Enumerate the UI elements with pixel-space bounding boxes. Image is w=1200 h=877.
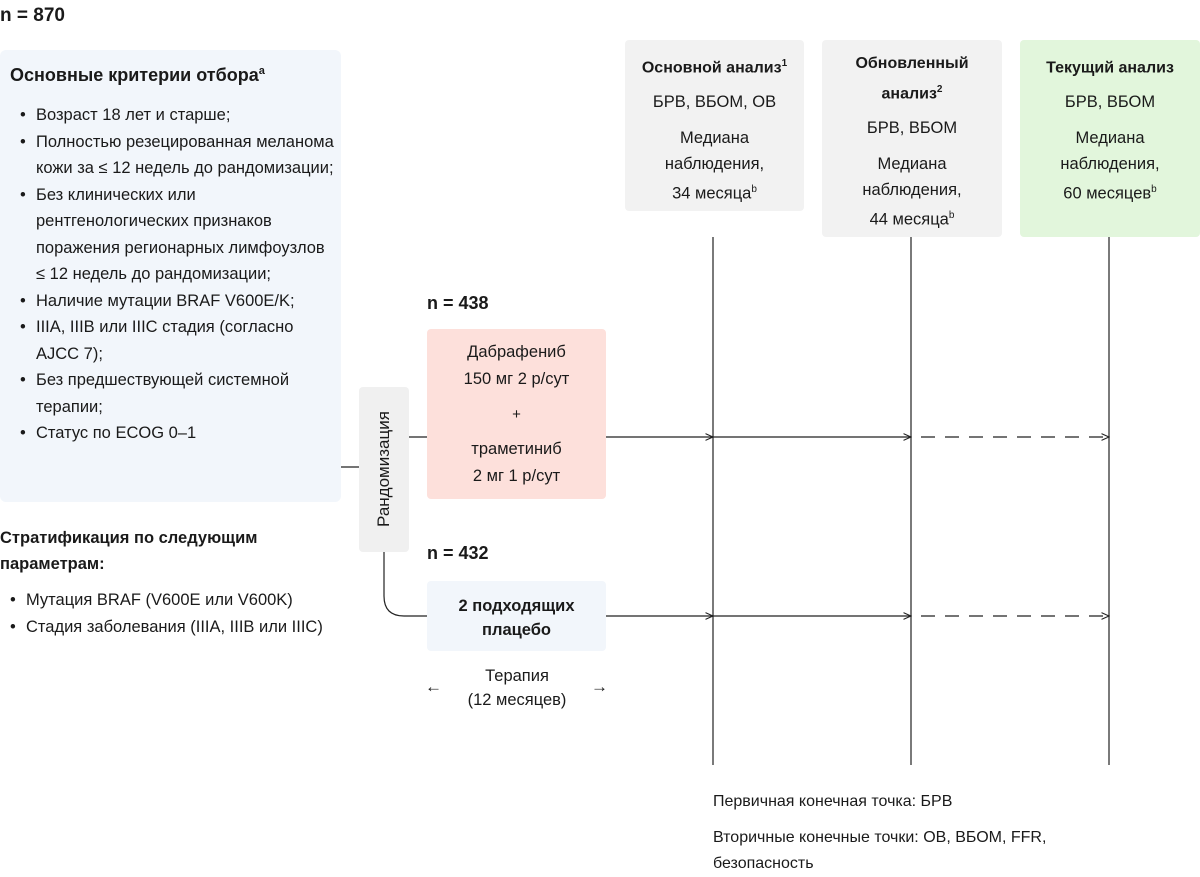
analysis-followup: 34 месяцаb: [672, 184, 757, 203]
stratification-list: Мутация BRAF (V600E или V600K) Стадия за…: [10, 587, 330, 640]
criteria-item: Наличие мутации BRAF V600E/K;: [20, 288, 336, 315]
footnote-marker: 1: [781, 58, 788, 69]
analysis-median-label: Медиана наблюдения,: [664, 129, 765, 174]
arm1-sample-size: n = 438: [427, 293, 489, 313]
primary-endpoint: Первичная конечная точка: БРВ: [713, 793, 953, 810]
arrow-left-icon: ←: [425, 677, 442, 696]
analysis-median-label: Медиана наблюдения,: [1060, 129, 1160, 174]
criteria-item: Возраст 18 лет и старше;: [20, 102, 336, 129]
criteria-item: Без клинических или рентгенологических п…: [20, 182, 336, 288]
total-sample-size: n = 870: [0, 5, 65, 26]
therapy-label: Терапия: [485, 667, 549, 685]
arm1-drug1: Дабрафениб: [467, 343, 566, 361]
footnote-marker: b: [1151, 184, 1157, 196]
criteria-item: IIIA, IIIB или IIIC стадия (согласно AJC…: [20, 314, 336, 367]
analysis-title: Текущий анализ: [1046, 59, 1174, 77]
arm1-treatment-box: Дабрафениб 150 мг 2 р/сут + траметиниб 2…: [427, 329, 606, 499]
criteria-item: Без предшествующей системной терапии;: [20, 367, 336, 420]
stratification-item: Стадия заболевания (IIIA, IIIB или IIIC): [10, 614, 330, 641]
therapy-duration-value: (12 месяцев): [467, 691, 567, 709]
randomization-box: Рандомизация: [359, 387, 409, 552]
criteria-item: Полностью резецированная меланома кожи з…: [20, 129, 336, 182]
inclusion-criteria-panel: Основные критерии отбораa Возраст 18 лет…: [0, 50, 341, 502]
footnote-marker: b: [751, 184, 757, 196]
analysis-endpoints: БРВ, ВБОМ: [866, 119, 958, 138]
arm2-sample-size: n = 432: [427, 543, 489, 563]
randomization-to-arm2-line: [383, 552, 427, 617]
randomization-label: Рандомизация: [374, 411, 393, 527]
analysis-followup: 44 месяцаb: [869, 210, 955, 229]
footnote-marker: b: [948, 210, 955, 222]
analysis-endpoints: БРВ, ВБОМ: [1064, 93, 1156, 112]
stratification-item: Мутация BRAF (V600E или V600K): [10, 587, 330, 614]
inclusion-criteria-list: Возраст 18 лет и старше; Полностью резец…: [20, 102, 336, 447]
analysis-title: Обновленный анализ2: [855, 55, 969, 103]
analysis-followup: 60 месяцевb: [1063, 184, 1157, 203]
stratification-title: Стратификация по следующим параметрам:: [0, 529, 258, 573]
inclusion-criteria-title: Основные критерии отбораa: [10, 65, 265, 85]
analysis-title: Основной анализ1: [641, 58, 788, 77]
footnote-marker: 2: [936, 84, 943, 95]
secondary-endpoints: Вторичные конечные точки: ОВ, ВБОМ, FFR,…: [713, 829, 1047, 872]
updated-analysis-box: Обновленный анализ2 БРВ, ВБОМ Медиана на…: [822, 40, 1002, 237]
footnote-marker: a: [258, 65, 265, 77]
arm1-dose2: 2 мг 1 р/сут: [472, 467, 561, 485]
analysis-endpoints: БРВ, ВБОМ, ОВ: [652, 93, 777, 112]
arrow-right-icon: →: [591, 677, 608, 696]
primary-analysis-box: Основной анализ1 БРВ, ВБОМ, ОВ Медиана н…: [625, 40, 804, 211]
arm2-placebo-box: 2 подходящих плацебо: [427, 581, 606, 651]
arm1-drug2: траметиниб: [471, 440, 562, 458]
arm1-plus: +: [512, 406, 521, 423]
therapy-duration: Терапия (12 месяцев): [452, 664, 582, 712]
arm1-dose1: 150 мг 2 р/сут: [463, 370, 570, 388]
current-analysis-box: Текущий анализ БРВ, ВБОМ Медиана наблюде…: [1020, 40, 1200, 237]
criteria-item: Статус по ECOG 0–1: [20, 420, 336, 447]
arm2-label: 2 подходящих плацебо: [458, 597, 575, 639]
analysis-median-label: Медиана наблюдения,: [862, 155, 962, 200]
